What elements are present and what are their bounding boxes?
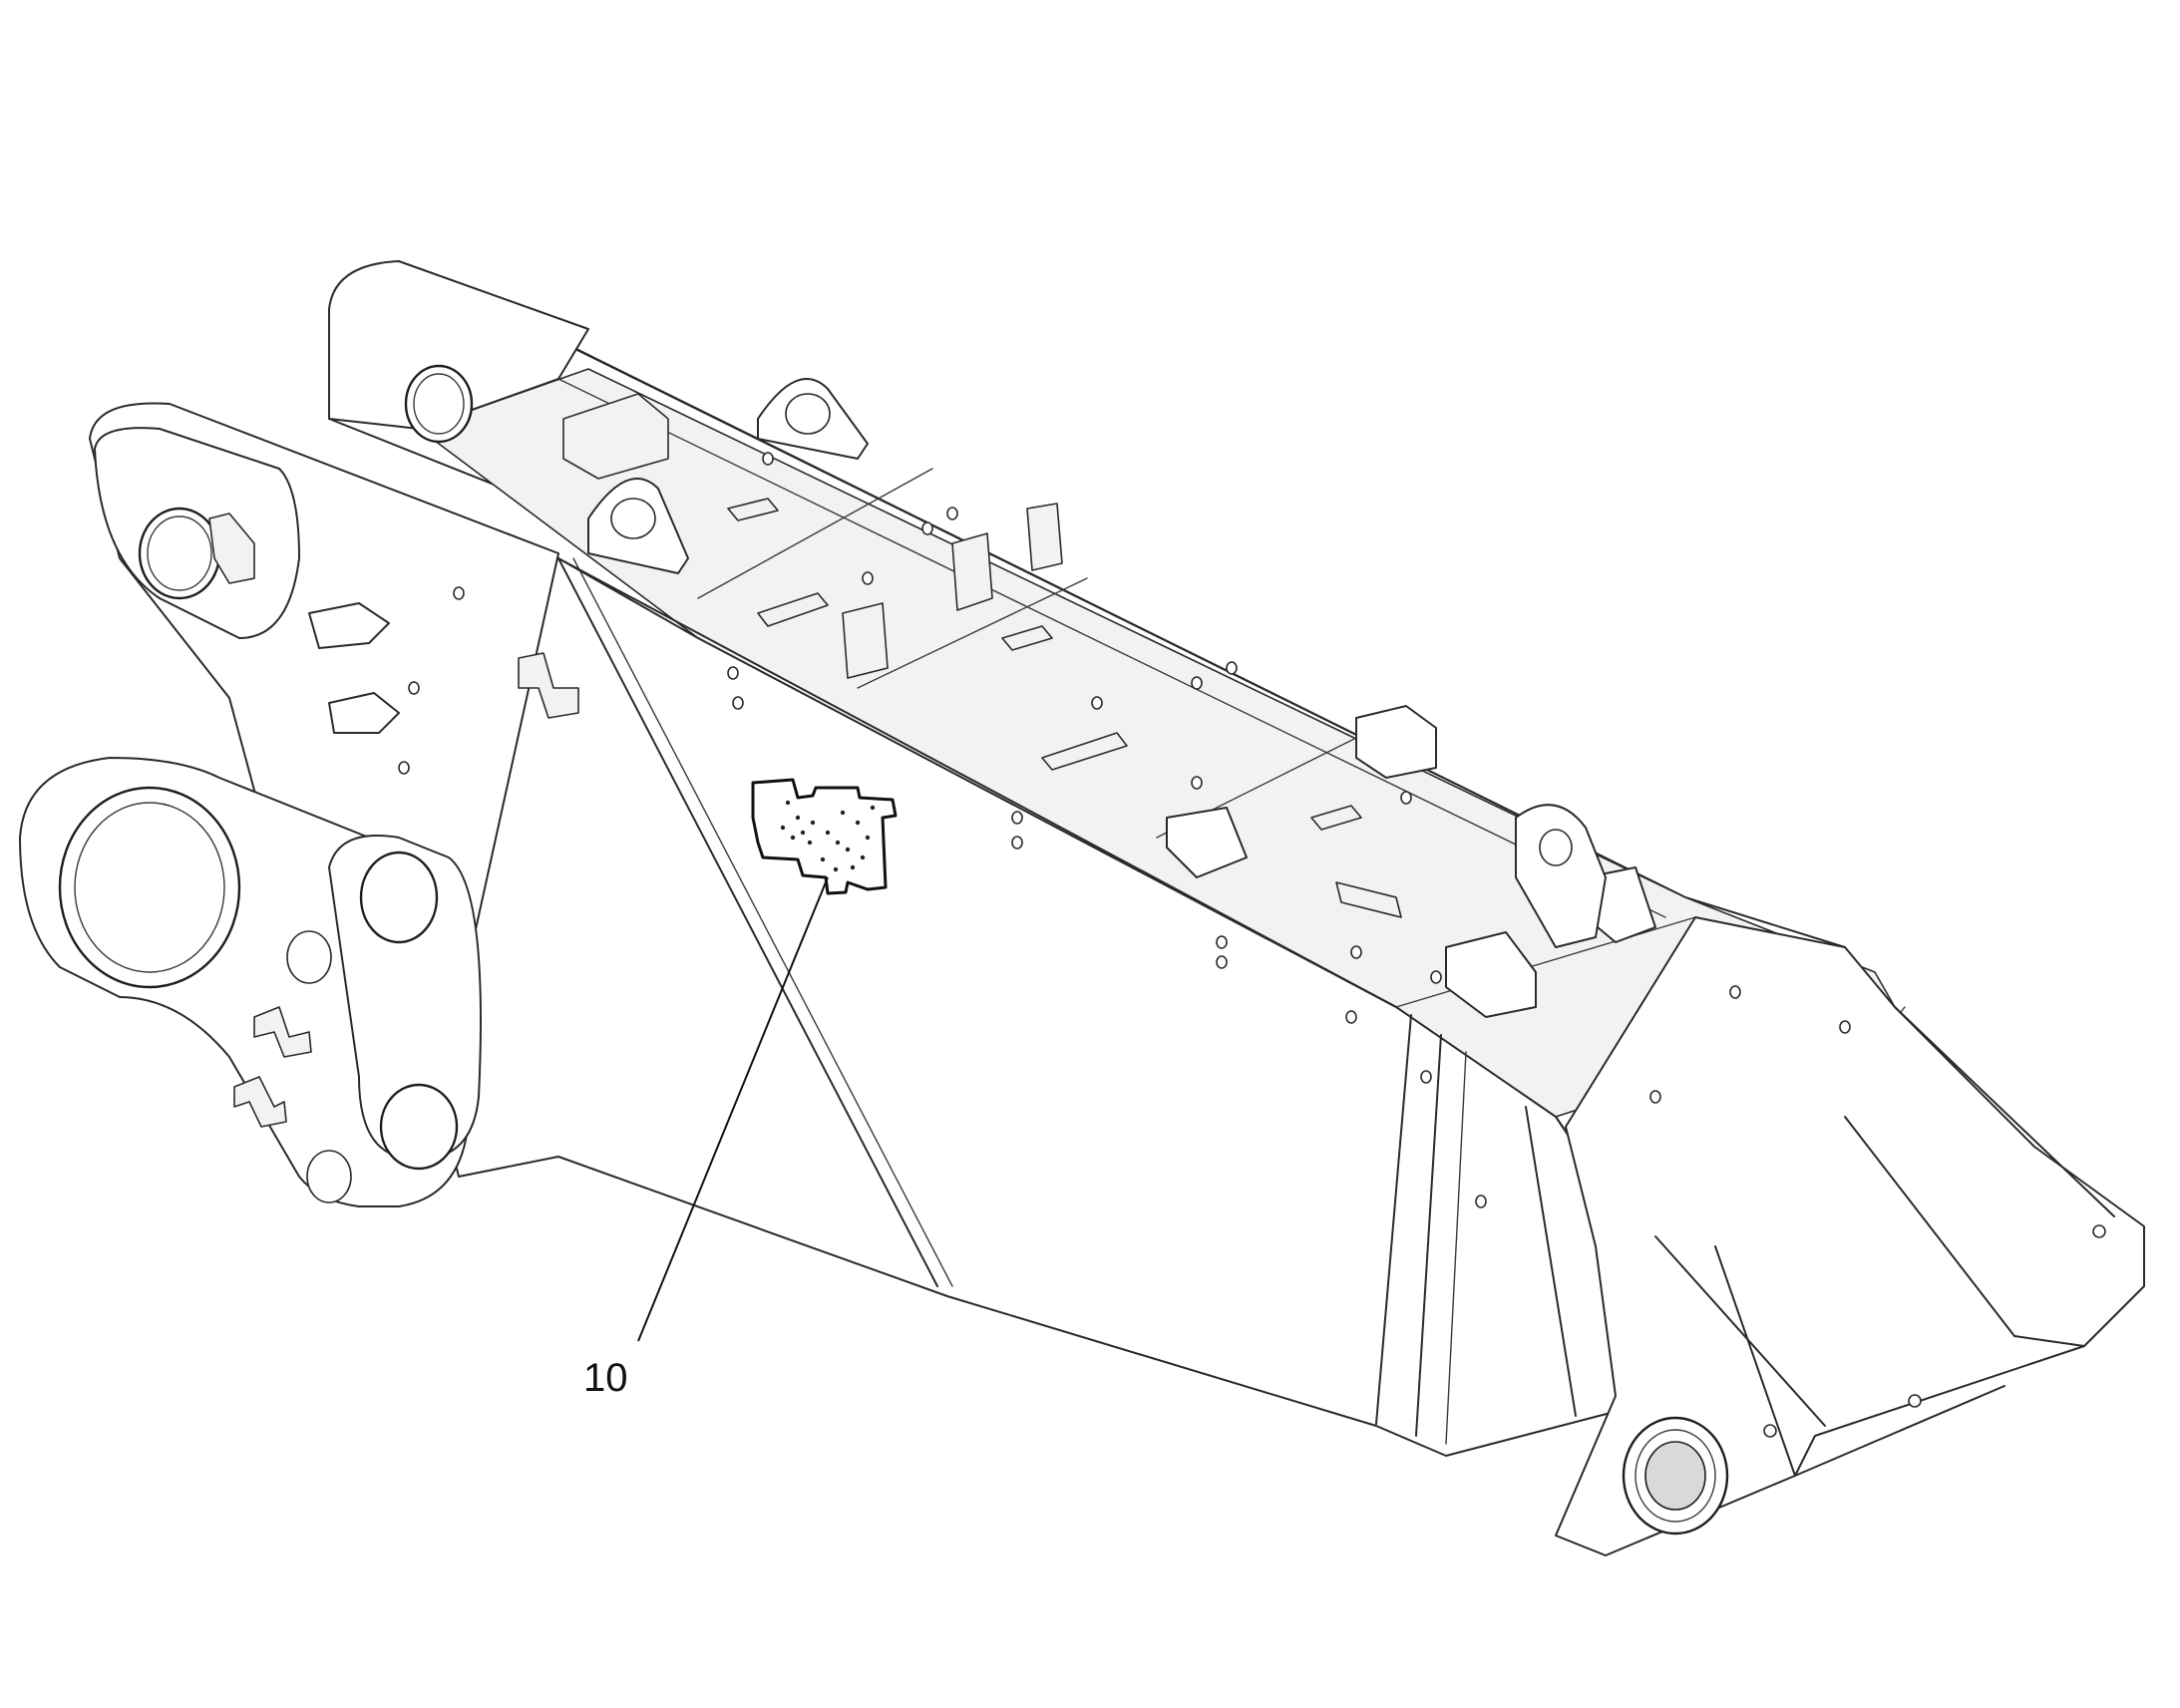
boom-nose: [1555, 916, 2145, 1556]
stud-holes: [398, 452, 1851, 1208]
plate-hole-pattern: [780, 800, 876, 872]
rear-lug-plate: [328, 260, 589, 444]
callout-leader-line: [637, 876, 829, 1342]
front-mount-bracket: [19, 757, 482, 1207]
deck-fittings: [208, 378, 1656, 1128]
boom-body: [228, 260, 1906, 1457]
part-10-plate: [751, 778, 898, 895]
callout-label-10: 10: [583, 1356, 628, 1400]
